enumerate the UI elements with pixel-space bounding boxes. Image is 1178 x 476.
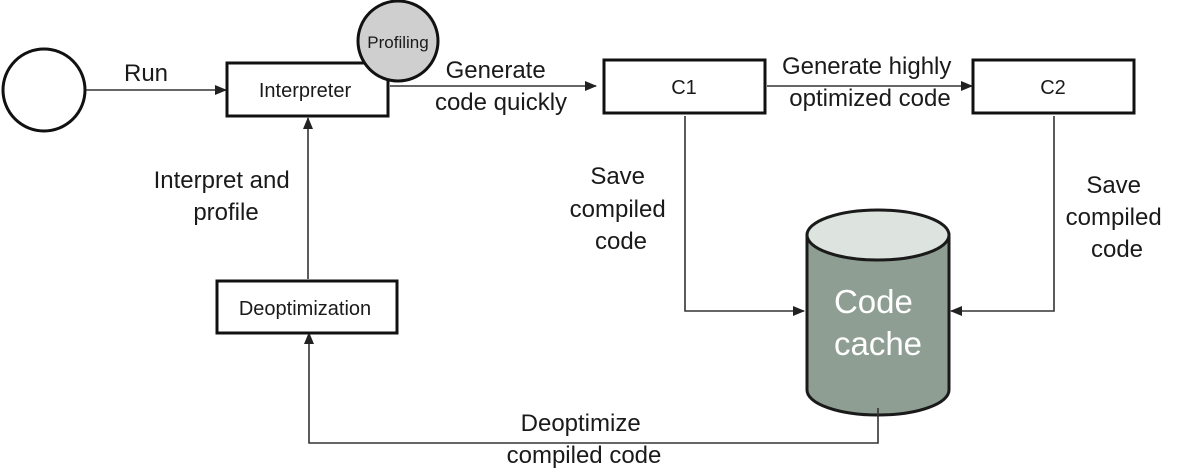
- generate-quick-label: Generate code quickly: [435, 57, 567, 116]
- save-c1-arrow: [684, 116, 805, 316]
- profiling-label: Profiling: [367, 33, 428, 52]
- save-c2-label: Save compiled code: [1066, 172, 1169, 263]
- c1-label: C1: [671, 77, 697, 99]
- deoptimization-box: [215, 279, 399, 335]
- code-cache-top: [805, 208, 951, 262]
- interpreter-label: Interpreter: [259, 80, 352, 102]
- code-cache-label: Code cache: [834, 283, 922, 362]
- interpret-profile-label: Interpret and profile: [154, 167, 297, 226]
- start-node: [1, 47, 87, 133]
- c2-box: [971, 58, 1136, 115]
- c2-label: C2: [1040, 77, 1066, 99]
- deoptimize-label: Deoptimize compiled code: [507, 410, 662, 469]
- deoptimization-label: Deoptimization: [239, 298, 371, 320]
- generate-optimized-label: Generate highly optimized code: [782, 53, 958, 112]
- run-label: Run: [124, 60, 168, 87]
- code-cache-node: Code cache: [805, 208, 951, 417]
- save-c2-arrow: [950, 116, 1055, 316]
- code-cache-body: [805, 233, 951, 417]
- profiling-node: [356, 0, 440, 83]
- c1-box: [602, 58, 767, 115]
- interpreter-box: [225, 61, 390, 118]
- deoptimize-arrow: [304, 332, 879, 444]
- save-c1-label: Save compiled code: [570, 163, 673, 255]
